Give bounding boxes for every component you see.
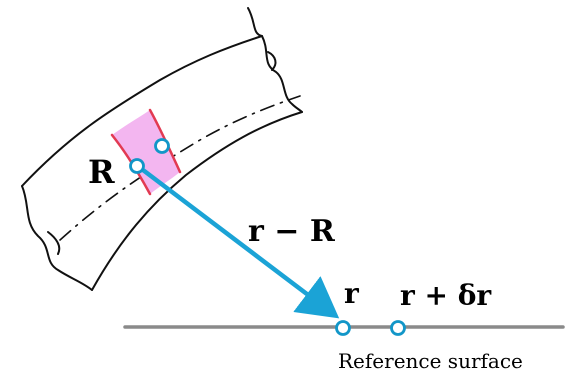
- beam-upper-edge: [21, 35, 263, 187]
- point-r: [335, 320, 351, 336]
- beam-left-break: [21, 185, 93, 291]
- beam-left-break-detail: [47, 231, 61, 255]
- point-R: [129, 158, 145, 174]
- beam-lower-edge: [91, 111, 303, 291]
- beam-body: [21, 7, 303, 291]
- label-reference-surface: Reference surface: [338, 349, 523, 373]
- label-r-minus-R: r − R: [248, 214, 336, 249]
- label-R: R: [88, 153, 115, 191]
- beam-center-line: [59, 95, 301, 241]
- point-r-plus-delta-r: [390, 320, 406, 336]
- label-r: r: [344, 277, 360, 310]
- beam-right-break: [247, 7, 303, 113]
- element-fill: [112, 110, 180, 194]
- point-on-element: [154, 138, 170, 154]
- differential-element: [110, 108, 182, 196]
- beam-right-break-detail: [267, 51, 277, 71]
- vector-arrow: [136, 164, 340, 319]
- label-r-plus-delta-r: r + δr: [400, 279, 492, 312]
